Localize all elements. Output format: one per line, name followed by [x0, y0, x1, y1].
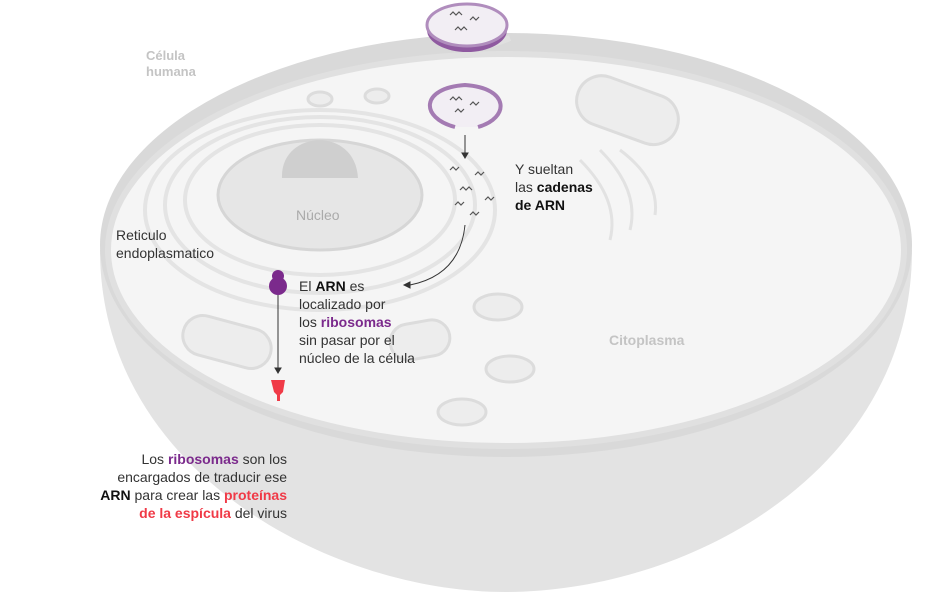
caption-line: localizado por [299, 296, 386, 312]
cell-label: Célula humana [146, 48, 196, 80]
caption-text: Los [141, 451, 168, 467]
caption-line: encargados de traducir ese [117, 469, 287, 485]
caption-text: los [299, 314, 321, 330]
caption-text: las [515, 179, 537, 195]
caption-text: del virus [230, 505, 287, 521]
caption-line: Y sueltan [515, 161, 574, 177]
nucleus-label: Núcleo [296, 207, 340, 223]
caption-line: sin pasar por el [299, 332, 395, 348]
release-caption: Y sueltan las cadenas de ARN [515, 160, 593, 214]
virus-vesicle-icon [425, 2, 509, 48]
spike-protein-icon [271, 380, 285, 401]
cytoplasm-label: Citoplasma [609, 332, 685, 348]
open-vesicle-icon [427, 82, 503, 129]
arrow-icon [274, 135, 469, 374]
caption-bold: ARN [315, 278, 346, 294]
cell-label-line: Célula [146, 48, 186, 63]
cell-label-line: humana [146, 64, 196, 79]
caption-text: para crear las [130, 487, 224, 503]
cell-surface [105, 51, 907, 449]
nucleus-icon [216, 138, 424, 252]
er-label-line: Reticulo [116, 227, 167, 243]
er-icon [143, 108, 497, 312]
caption-bold: cadenas [536, 179, 593, 195]
er-label-line: endoplasmatico [116, 245, 215, 261]
ribosome-icon [269, 277, 287, 295]
caption-text: es [345, 278, 365, 294]
caption-ribosomes: ribosomas [167, 451, 239, 467]
caption-spike: de la espícula [139, 505, 231, 521]
caption-proteins: proteínas [223, 487, 287, 503]
caption-line: núcleo de la célula [299, 350, 415, 366]
caption-text: El [299, 278, 316, 294]
caption-text: son los [238, 451, 287, 467]
ribosome-caption: El ARN es localizado por los ribosomas s… [299, 277, 415, 367]
caption-bold: de ARN [515, 197, 566, 213]
er-label: Reticulo endoplasmatico [116, 226, 214, 262]
organelles-icon [181, 74, 680, 427]
protein-caption: Los ribosomas son los encargados de trad… [100, 450, 287, 522]
caption-bold: ARN [100, 487, 131, 503]
caption-ribosomes: ribosomas [320, 314, 392, 330]
